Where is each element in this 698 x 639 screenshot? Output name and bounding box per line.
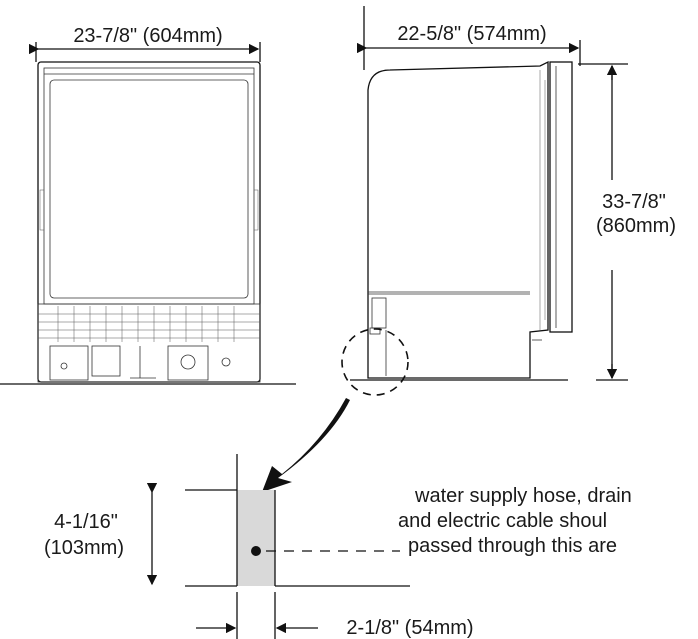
side-height-label-line2: (860mm) (596, 215, 676, 237)
cable-pass-area (237, 490, 275, 586)
detail-width-label: 2-1/8" (54mm) (346, 617, 473, 639)
side-view: 22-5/8" (574mm) 33-7/8" (860mm) (341, 6, 676, 396)
side-depth-label: 22-5/8" (574mm) (397, 23, 546, 45)
front-view: 23-7/8" (604mm) (0, 25, 296, 385)
detail-height-label-line1: 4-1/16" (54, 511, 118, 533)
front-width-label: 23-7/8" (604mm) (73, 25, 222, 47)
callout-arrow (262, 398, 350, 492)
detail-height-label-line2: (103mm) (44, 537, 124, 559)
front-grille (38, 306, 260, 342)
pass-point-marker (251, 546, 261, 556)
note-line-3: passed through this are (408, 535, 617, 557)
side-height-label-line1: 33-7/8" (602, 191, 666, 213)
note-line-2: and electric cable shoul (398, 510, 607, 532)
detail-view: 4-1/16" (103mm) 2-1/8" (54mm) water supp… (44, 454, 632, 639)
note-line-1: water supply hose, drain (414, 485, 632, 507)
detail-callout-circle (341, 328, 409, 396)
